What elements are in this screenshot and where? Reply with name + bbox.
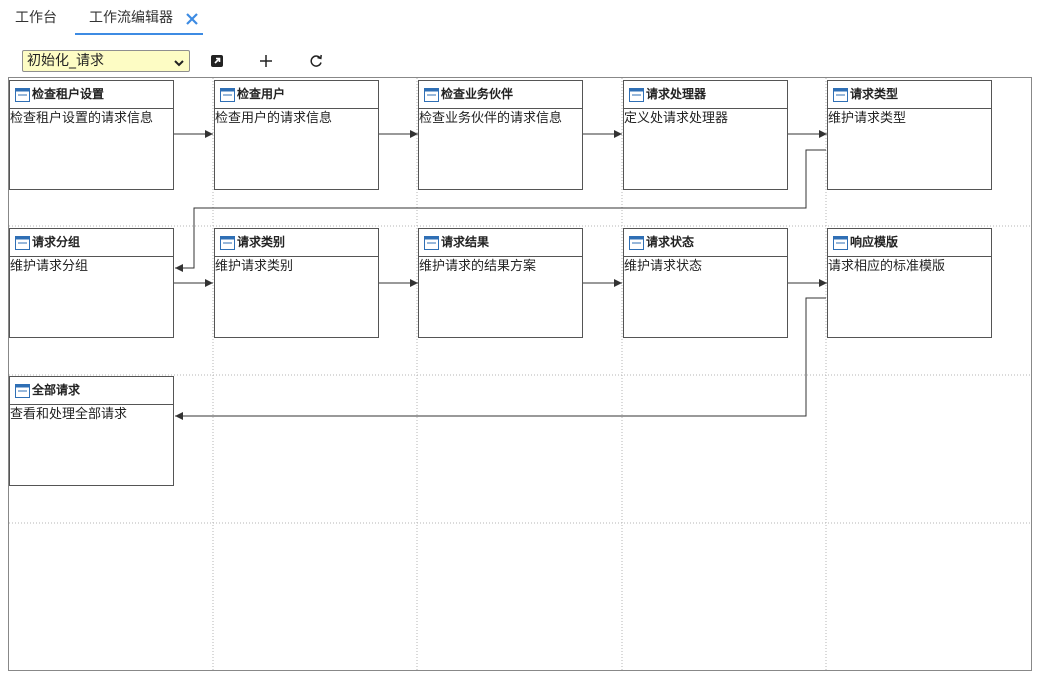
node-title: 请求类别 <box>237 235 286 249</box>
workflow-canvas[interactable]: 检查租户设置 检查租户设置的请求信息 检查用户 检查用户的请求信息 检查业务伙伴… <box>8 77 1032 671</box>
tab-bar: 工作台 工作流编辑器 <box>0 0 1038 36</box>
node-title: 请求结果 <box>441 235 490 249</box>
node-header: 检查用户 <box>215 81 378 109</box>
workflow-node[interactable]: 响应模版 请求相应的标准模版 <box>827 228 992 338</box>
node-description: 维护请求状态 <box>624 259 703 274</box>
node-title: 请求分组 <box>32 235 81 249</box>
plus-icon[interactable] <box>257 52 275 70</box>
workflow-node[interactable]: 请求分组 维护请求分组 <box>9 228 174 338</box>
close-icon[interactable] <box>183 8 201 28</box>
node-description: 检查租户设置的请求信息 <box>10 111 154 126</box>
window-icon <box>424 87 439 102</box>
window-icon <box>15 235 30 250</box>
window-icon <box>833 235 848 250</box>
node-description: 查看和处理全部请求 <box>10 407 128 422</box>
window-icon <box>629 87 644 102</box>
window-icon <box>220 235 235 250</box>
node-title: 响应模版 <box>850 235 899 249</box>
window-icon <box>629 235 644 250</box>
window-icon <box>15 383 30 398</box>
node-description: 请求相应的标准模版 <box>828 259 946 274</box>
node-description: 检查业务伙伴的请求信息 <box>419 111 563 126</box>
workflow-node[interactable]: 检查用户 检查用户的请求信息 <box>214 80 379 190</box>
node-header: 全部请求 <box>10 377 173 405</box>
chevron-down-icon <box>173 55 185 67</box>
workflow-node[interactable]: 检查业务伙伴 检查业务伙伴的请求信息 <box>418 80 583 190</box>
node-header: 检查业务伙伴 <box>419 81 582 109</box>
open-external-icon[interactable] <box>208 52 226 70</box>
node-title: 检查业务伙伴 <box>441 87 514 101</box>
node-description: 定义处请求处理器 <box>624 111 729 126</box>
node-header: 请求类别 <box>215 229 378 257</box>
node-header: 请求分组 <box>10 229 173 257</box>
node-header: 请求处理器 <box>624 81 787 109</box>
window-icon <box>424 235 439 250</box>
window-icon <box>220 87 235 102</box>
workflow-node[interactable]: 请求类型 维护请求类型 <box>827 80 992 190</box>
window-icon <box>833 87 848 102</box>
canvas-grid-and-connectors <box>9 78 1031 670</box>
node-title: 全部请求 <box>32 383 81 397</box>
workflow-node[interactable]: 全部请求 查看和处理全部请求 <box>9 376 174 486</box>
tab-workflow-editor[interactable]: 工作流编辑器 <box>89 10 173 26</box>
node-title: 检查用户 <box>237 87 286 101</box>
node-description: 维护请求类型 <box>828 111 907 126</box>
tab-workbench[interactable]: 工作台 <box>15 10 57 26</box>
node-title: 请求状态 <box>646 235 695 249</box>
node-header: 检查租户设置 <box>10 81 173 109</box>
node-title: 请求类型 <box>850 87 899 101</box>
workflow-select-value: 初始化_请求 <box>27 53 104 69</box>
node-header: 请求状态 <box>624 229 787 257</box>
workflow-node[interactable]: 请求类别 维护请求类别 <box>214 228 379 338</box>
node-title: 请求处理器 <box>646 87 707 101</box>
workflow-select[interactable]: 初始化_请求 <box>22 50 190 72</box>
node-header: 请求结果 <box>419 229 582 257</box>
window-icon <box>15 87 30 102</box>
workflow-node[interactable]: 请求结果 维护请求的结果方案 <box>418 228 583 338</box>
workflow-node[interactable]: 请求状态 维护请求状态 <box>623 228 788 338</box>
node-description: 检查用户的请求信息 <box>215 111 333 126</box>
refresh-icon[interactable] <box>307 52 325 70</box>
workflow-node[interactable]: 检查租户设置 检查租户设置的请求信息 <box>9 80 174 190</box>
node-header: 响应模版 <box>828 229 991 257</box>
node-title: 检查租户设置 <box>32 87 105 101</box>
node-description: 维护请求的结果方案 <box>419 259 537 274</box>
node-description: 维护请求分组 <box>10 259 89 274</box>
active-tab-indicator <box>75 33 203 35</box>
node-header: 请求类型 <box>828 81 991 109</box>
node-description: 维护请求类别 <box>215 259 294 274</box>
workflow-node[interactable]: 请求处理器 定义处请求处理器 <box>623 80 788 190</box>
